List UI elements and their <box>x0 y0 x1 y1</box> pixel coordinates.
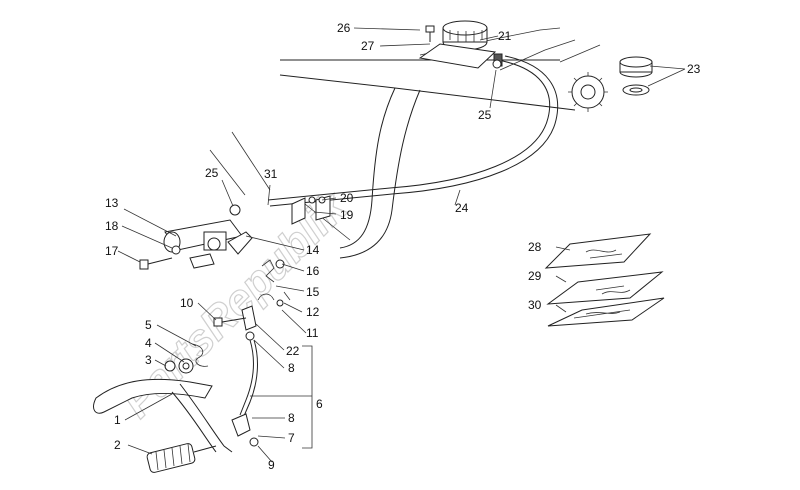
footpeg-part <box>146 443 217 473</box>
callout-20: 20 <box>340 191 354 205</box>
pushrod-part <box>213 305 259 447</box>
bolt-washer-part <box>139 245 181 270</box>
clamp-part <box>229 59 502 216</box>
callout-12: 12 <box>306 305 320 319</box>
kit-bags <box>544 233 665 327</box>
callout-30: 30 <box>528 298 542 312</box>
frame-outline <box>209 27 601 259</box>
callout-14: 14 <box>306 243 320 257</box>
callout-29: 29 <box>528 269 542 283</box>
callout-2: 2 <box>114 438 121 452</box>
callout-28: 28 <box>528 240 542 254</box>
callout-19: 19 <box>340 208 354 222</box>
callout-1: 1 <box>114 413 121 427</box>
frame-bracket-part <box>291 195 331 225</box>
hose-part <box>267 53 559 207</box>
callout-16: 16 <box>306 264 320 278</box>
callout-3: 3 <box>145 353 152 367</box>
callout-6: 6 <box>316 397 323 411</box>
callout-8-top: 8 <box>288 361 295 375</box>
leader-lines <box>117 27 686 463</box>
master-cylinder-part <box>163 219 243 269</box>
callout-4: 4 <box>145 336 152 350</box>
cap-part <box>619 56 653 96</box>
callout-17: 17 <box>105 244 119 258</box>
callout-25-left: 25 <box>205 166 219 180</box>
callout-labels: 26 27 21 23 25 25 31 20 24 19 13 18 17 1… <box>105 21 701 472</box>
callout-15: 15 <box>306 285 320 299</box>
reservoir-cap-part <box>418 20 497 69</box>
callout-22: 22 <box>286 344 300 358</box>
callout-9: 9 <box>268 458 275 472</box>
callout-11: 11 <box>306 326 319 340</box>
callout-24: 24 <box>455 201 469 215</box>
callout-10: 10 <box>180 296 194 310</box>
gear-part <box>568 72 608 112</box>
callout-26: 26 <box>337 21 351 35</box>
callout-13: 13 <box>105 196 119 210</box>
callout-21: 21 <box>498 29 512 43</box>
bracket-spring-part <box>227 231 291 307</box>
callout-31: 31 <box>264 167 278 181</box>
bolt-part <box>425 25 435 42</box>
callout-5: 5 <box>145 318 152 332</box>
callout-27: 27 <box>361 39 375 53</box>
callout-8-bottom: 8 <box>288 411 295 425</box>
callout-7: 7 <box>288 431 295 445</box>
callout-23: 23 <box>687 62 701 76</box>
callout-18: 18 <box>105 219 119 233</box>
callout-25-top: 25 <box>478 108 492 122</box>
